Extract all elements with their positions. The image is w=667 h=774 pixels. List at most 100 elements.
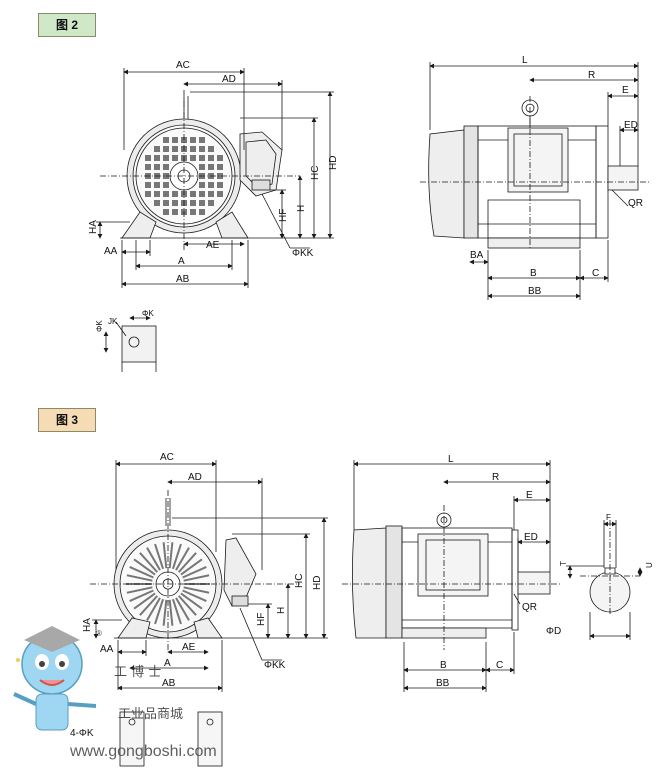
grille-slot [217,182,223,188]
grille-slot [208,182,214,188]
grille-slot [163,137,169,143]
grille-slot [163,191,169,197]
grille-rib [175,547,190,571]
grille-slot [154,191,160,197]
label-qr: QR [628,198,643,209]
watermark-registered: ® [96,629,102,638]
fig2-side-view [420,62,650,300]
grille-rib [126,586,153,594]
label-d: ΦD [546,626,561,637]
grille-rib [129,566,154,579]
grille-rib [154,598,165,625]
label-foot-k: ΦK [142,309,154,318]
grille-slot [199,191,205,197]
watermark-brand: 工 博 士 [114,665,161,680]
label-r: R [588,70,595,81]
fig2-foot-detail [103,315,157,372]
grille-rib [133,592,156,610]
grille-rib [171,543,182,570]
grille-slot [163,182,169,188]
figure-3-tag: 图 3 [38,408,96,432]
label-ae: AE [206,240,220,251]
grille-rib [154,543,165,570]
label-e: E [622,85,629,96]
grille-rib [177,595,197,616]
grille-rib [139,552,159,573]
grille-slot [208,155,214,161]
grille-slot [145,155,151,161]
grille-slot [190,191,196,197]
grille-rib [168,542,174,569]
label-u: U [645,562,654,568]
label-b: B [440,660,447,671]
grille-rib [162,599,168,626]
grille-slot [172,137,178,143]
label-r: R [492,472,499,483]
label-t: T [559,561,568,566]
grille-slot [208,146,214,152]
label-ha: HA [88,220,99,234]
fig3-side-view [342,460,560,692]
grille-rib [183,574,210,582]
grille-slot [154,155,160,161]
grille-rib [146,547,161,571]
grille-slot [163,155,169,161]
grille-slot [163,209,169,215]
grille-rib [168,599,174,626]
grille-rib [162,542,168,569]
grille-slot [172,209,178,215]
label-hd: HD [312,576,323,590]
grille-rib [183,586,210,594]
label-ac: AC [160,452,174,463]
grille-rib [129,589,154,602]
grille-slot [190,137,196,143]
grille-slot [154,182,160,188]
label-ad: AD [188,472,202,483]
grille-slot [199,200,205,206]
grille-slot [154,200,160,206]
fig3-front-view [90,460,328,692]
fig2-labels: AC AD HD HC H HF HA AA AE A AB ΦKK L R E… [88,55,643,332]
grille-slot [154,146,160,152]
mascot-logo [13,626,97,731]
label-ed: ED [524,532,538,543]
watermark-url: www.gongboshi.com [69,743,217,760]
grille-slot [217,173,223,179]
fig3-labels: AC AD HD HC H HF HA AA AE A AB ΦKK 4-ΦK … [70,452,654,739]
grille-slot [199,182,205,188]
grille-slot [190,200,196,206]
label-hf: HF [278,209,289,222]
grille-rib [177,552,197,573]
label-aa: AA [100,644,114,655]
label-a: A [164,658,171,669]
grille-slot [217,191,223,197]
grille-slot [145,182,151,188]
label-hf: HF [256,613,267,626]
grille-slot [145,191,151,197]
grille-slot [190,146,196,152]
grille-slot [199,137,205,143]
grille-slot [208,164,214,170]
grille-slot [163,200,169,206]
grille-slot [163,146,169,152]
label-ba: BA [470,250,484,261]
label-e: E [526,490,533,501]
grille-rib [133,558,156,576]
grille-slot [199,146,205,152]
grille-rib [175,597,190,621]
label-a: A [178,256,185,267]
label-foot-jk: JK [108,317,118,326]
label-h: H [296,205,307,212]
watermark: 工 博 士 工业品商城 ® www.gongboshi.com [13,626,217,760]
label-kk: ΦKK [292,248,314,259]
label-ha: HA [82,618,93,632]
grille-slot [199,164,205,170]
label-hd: HD [328,156,339,170]
watermark-subtitle: 工业品商城 [118,707,183,722]
grille-rib [171,598,182,625]
grille-slot [199,209,205,215]
label-c: C [496,660,503,671]
label-aa: AA [104,246,118,257]
label-ab: AB [162,678,176,689]
